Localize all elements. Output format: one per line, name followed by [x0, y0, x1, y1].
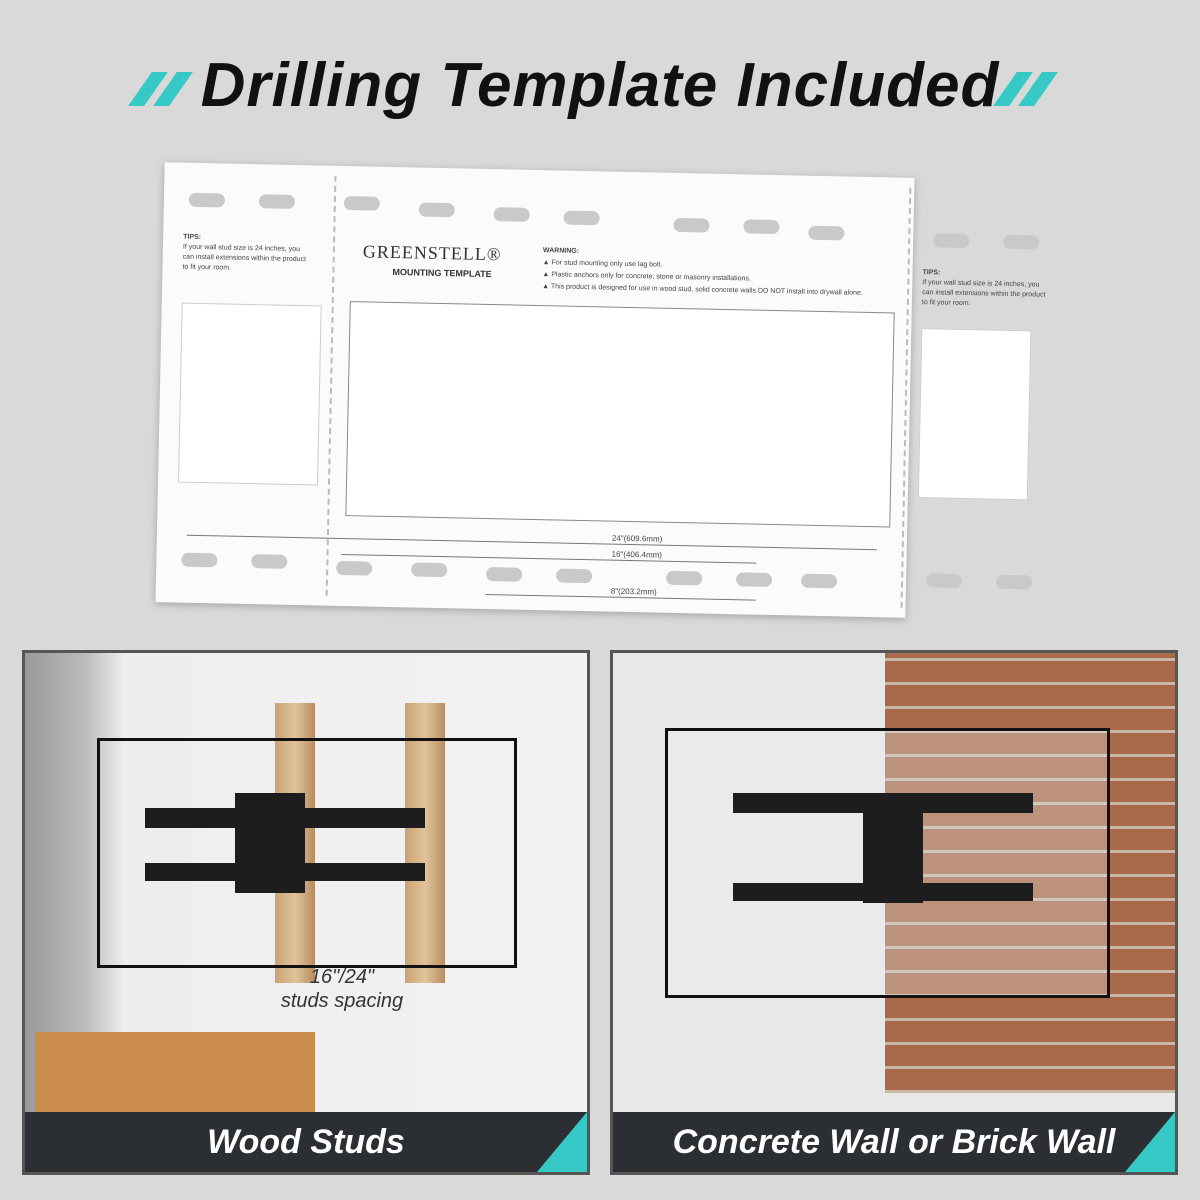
tv-mount — [733, 883, 1033, 901]
drill-slot — [800, 573, 838, 589]
warnings: WARNING: ▲ For stud mounting only use la… — [542, 247, 863, 297]
drill-slot — [665, 570, 703, 586]
tips-left: TIPS:If your wall stud size is 24 inches… — [182, 233, 307, 272]
dim-24: 24"(609.6mm) — [611, 533, 663, 544]
wood-studs-card: Wood Studs — [22, 650, 590, 1175]
drill-slot — [188, 192, 226, 208]
drill-slot — [251, 554, 288, 569]
brand-logo: GREENSTELL® — [362, 241, 502, 265]
tv-outline — [97, 738, 517, 968]
label-bar: Concrete Wall or Brick Wall — [613, 1112, 1175, 1172]
tips-right: TIPS:If your wall stud size is 24 inches… — [921, 269, 1046, 308]
dim-8: 8"(203.2mm) — [610, 586, 657, 597]
drill-slot — [563, 210, 600, 226]
diagram-right — [917, 328, 1032, 501]
template-subtitle: MOUNTING TEMPLATE — [392, 266, 492, 280]
drill-slot — [743, 219, 780, 235]
drill-slot — [418, 202, 455, 218]
tv-mount — [145, 863, 425, 881]
drill-slot — [411, 562, 448, 578]
drill-slot — [995, 574, 1033, 590]
instruction-panel — [345, 301, 895, 528]
brick-wall — [885, 653, 1175, 1093]
drill-slot — [343, 195, 381, 211]
dim-line — [341, 553, 757, 564]
label-bar: Wood Studs — [25, 1112, 587, 1172]
drill-slot — [181, 552, 218, 568]
drilling-template: TIPS:If your wall stud size is 24 inches… — [155, 162, 1046, 618]
drill-slot — [808, 225, 845, 241]
drill-slot — [735, 572, 773, 588]
cut-line — [900, 187, 912, 608]
drill-slot — [673, 217, 710, 233]
drill-slot — [485, 567, 523, 582]
drill-slot — [925, 573, 963, 588]
page-title: Drilling Template Included — [200, 51, 1000, 120]
studs-spacing: 16"/24"studs spacing — [280, 966, 404, 1012]
drill-slot — [258, 194, 296, 209]
dim-line — [186, 534, 877, 551]
drill-slot — [336, 560, 373, 576]
brick-wall-card: Concrete Wall or Brick Wall — [610, 650, 1178, 1175]
dim-16: 16"(406.4mm) — [611, 549, 663, 560]
furniture — [35, 1032, 315, 1112]
drill-slot — [933, 233, 970, 249]
drill-slot — [493, 207, 530, 222]
wood-stud — [405, 703, 445, 983]
cut-line — [325, 175, 337, 596]
drill-slot — [1003, 234, 1040, 250]
diagram-left — [177, 302, 322, 486]
drill-slot — [555, 568, 593, 584]
